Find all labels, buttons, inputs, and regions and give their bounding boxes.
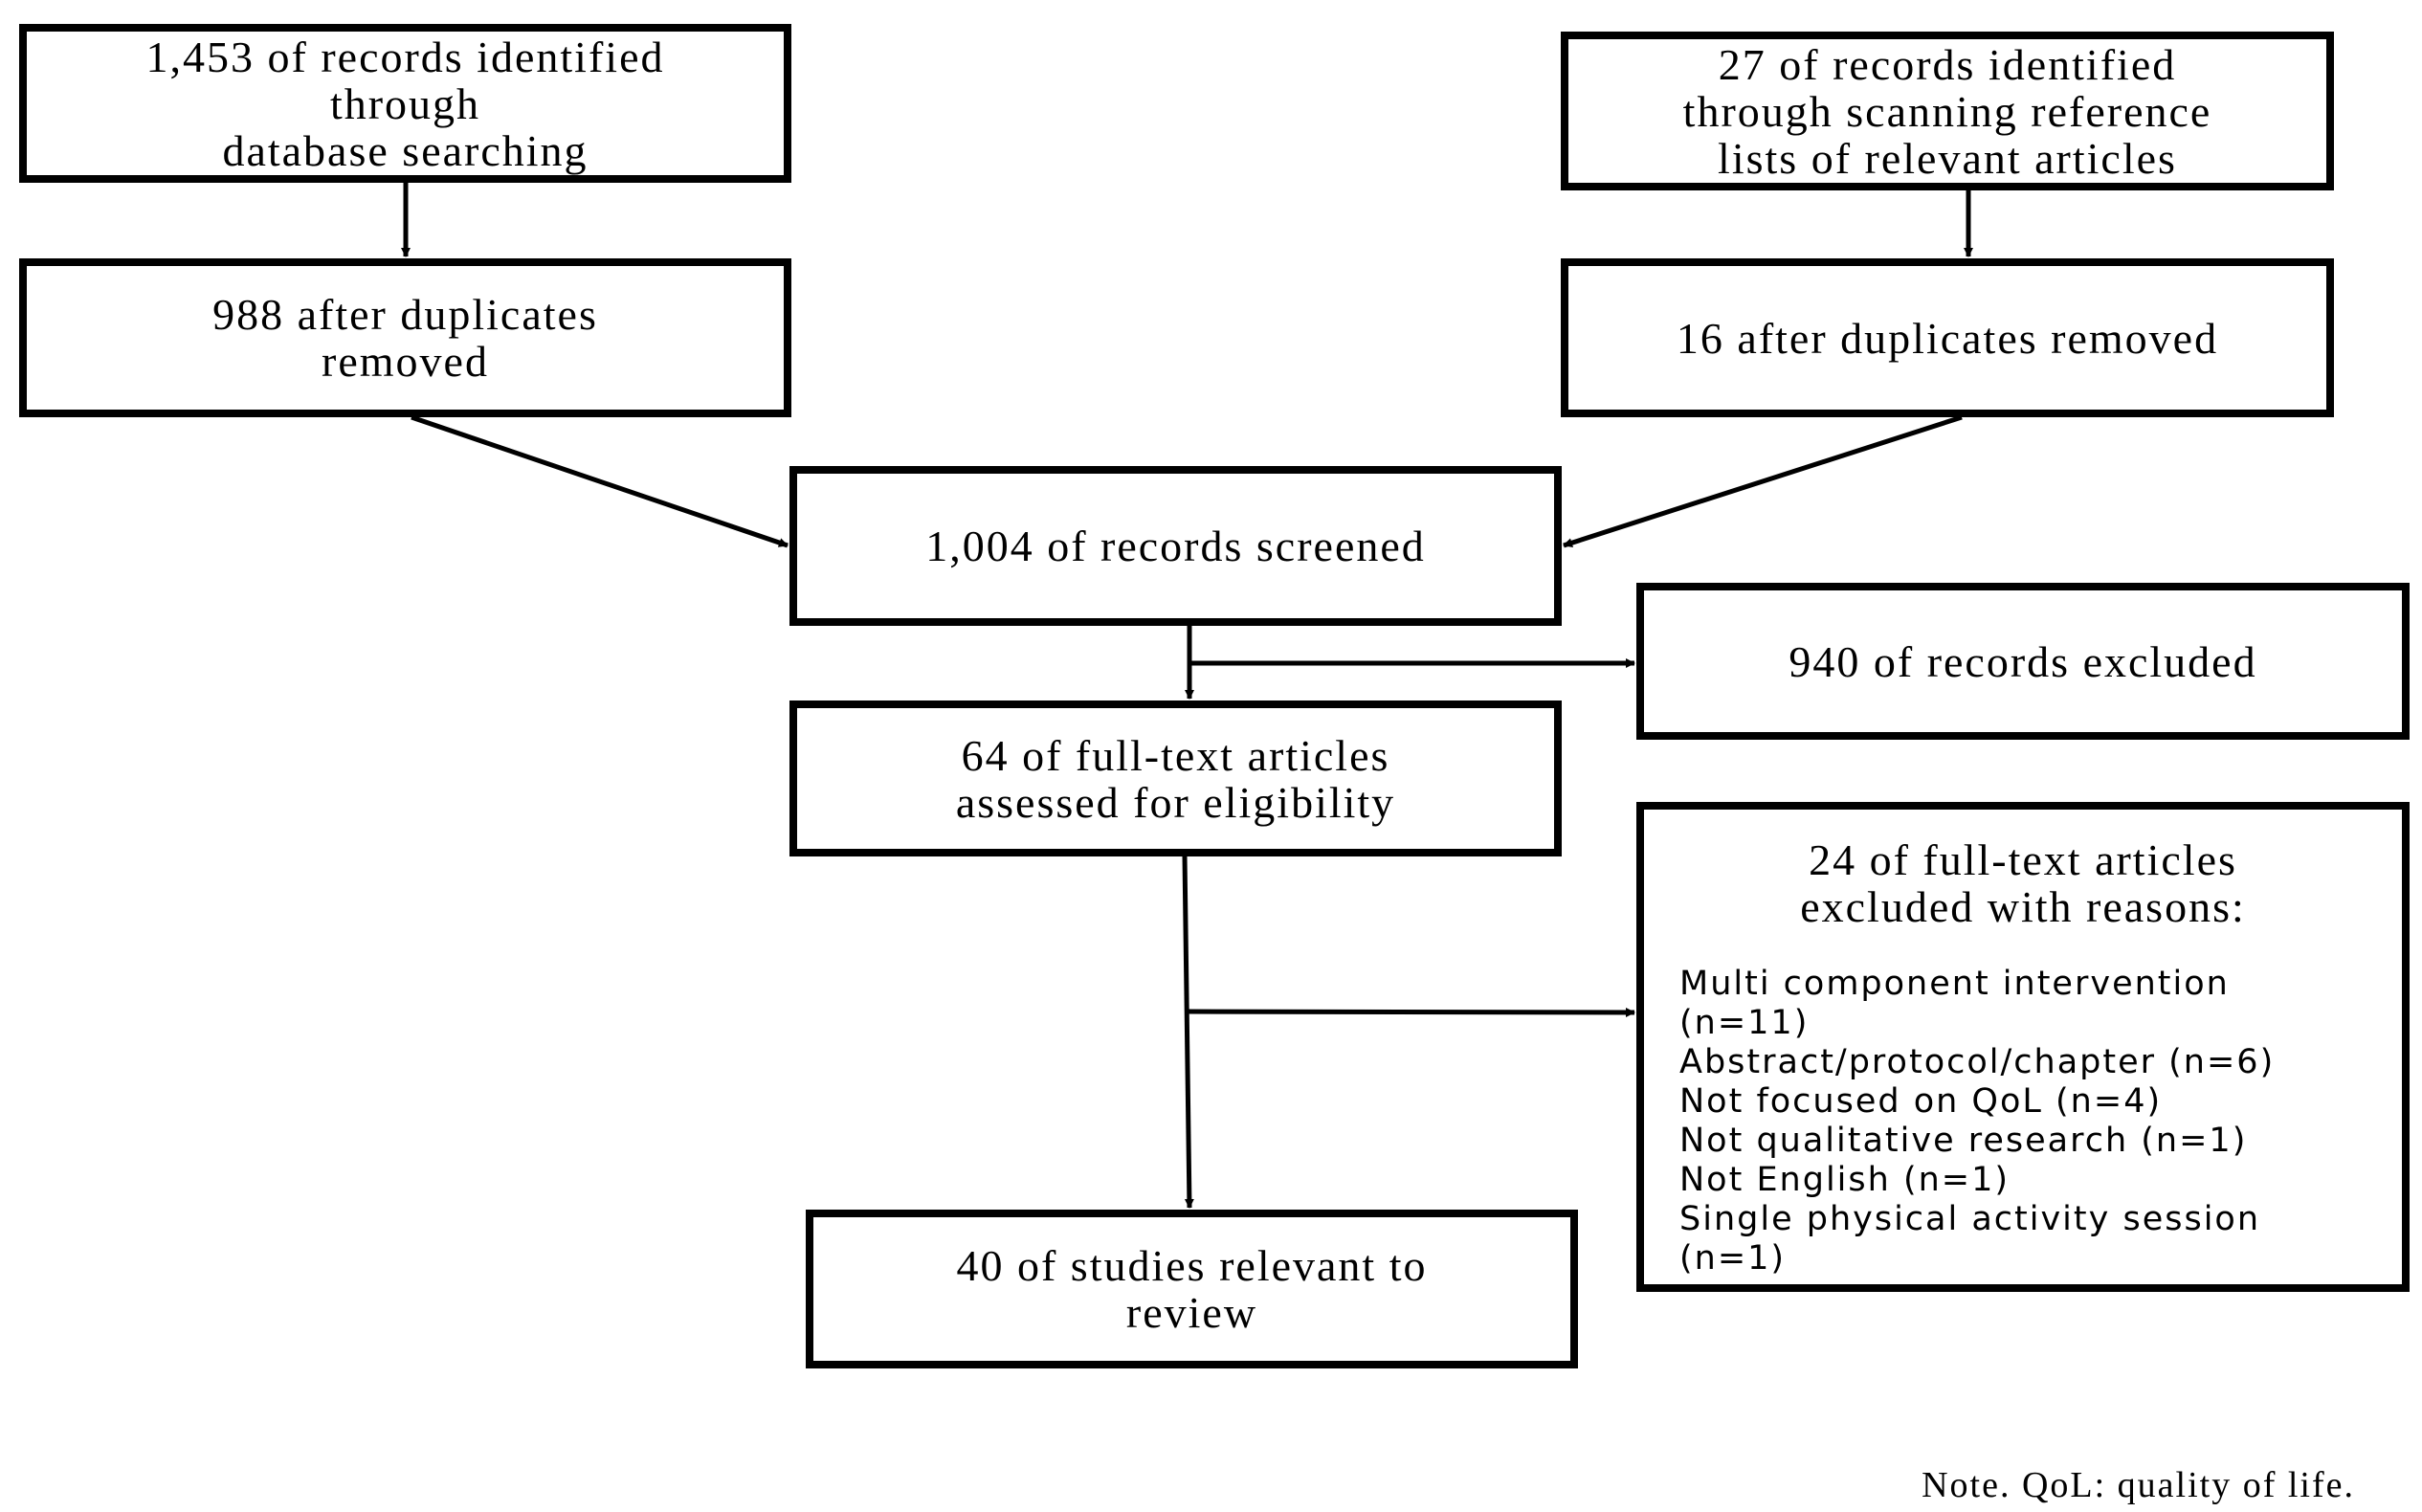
box-fulltext-assessed-text: 64 of full-text articles assessed for el…: [955, 730, 1396, 827]
box-reference-records: 27 of records identified through scannin…: [1561, 32, 2334, 190]
box-records-screened: 1,004 of records screened: [789, 466, 1562, 626]
box-fulltext-assessed: 64 of full-text articles assessed for el…: [789, 700, 1562, 856]
exclusion-reason-line: Multi component intervention: [1679, 965, 2230, 1003]
box-fulltext-excluded-title: 24 of full-text articles excluded with r…: [1800, 835, 2246, 931]
box-database-deduplicated-text: 988 after duplicates removed: [212, 290, 598, 386]
box-database-deduplicated: 988 after duplicates removed: [19, 258, 791, 417]
box-database-records: 1,453 of records identified through data…: [19, 24, 791, 183]
box-reference-deduplicated-text: 16 after duplicates removed: [1676, 313, 2219, 363]
footnote: Note. QoL: quality of life.: [1922, 1465, 2355, 1505]
exclusion-reason-line: Not qualitative research (n=1): [1679, 1122, 2248, 1160]
box-database-records-text: 1,453 of records identified through data…: [145, 32, 665, 175]
box-studies-included-text: 40 of studies relevant to review: [956, 1241, 1428, 1337]
exclusion-reason-line: Single physical activity session: [1679, 1200, 2261, 1238]
exclusion-reason-line: (n=11): [1679, 1004, 1810, 1042]
exclusion-reason-line: Not focused on QoL (n=4): [1679, 1082, 2163, 1121]
exclusion-reason-line: Not English (n=1): [1679, 1161, 2011, 1199]
box-fulltext-excluded: 24 of full-text articles excluded with r…: [1636, 802, 2410, 1292]
box-reference-deduplicated: 16 after duplicates removed: [1561, 258, 2334, 417]
exclusion-reason-line: Abstract/protocol/chapter (n=6): [1679, 1043, 2276, 1081]
box-records-screened-text: 1,004 of records screened: [925, 522, 1426, 570]
box-reference-records-text: 27 of records identified through scannin…: [1682, 39, 2212, 183]
box-records-excluded: 940 of records excluded: [1636, 583, 2410, 740]
arrow-db-dedup-to-screened: [411, 414, 789, 548]
box-records-excluded-text: 940 of records excluded: [1789, 636, 2257, 686]
exclusion-reason-line: (n=1): [1679, 1239, 1787, 1278]
box-studies-included: 40 of studies relevant to review: [806, 1210, 1578, 1368]
arrow-fulltext-to-included: [1182, 856, 1194, 1209]
arrow-ref-dedup-to-screened: [1563, 414, 1963, 548]
exclusion-reasons-list: Multi component intervention (n=11) Abst…: [1644, 965, 2402, 1279]
